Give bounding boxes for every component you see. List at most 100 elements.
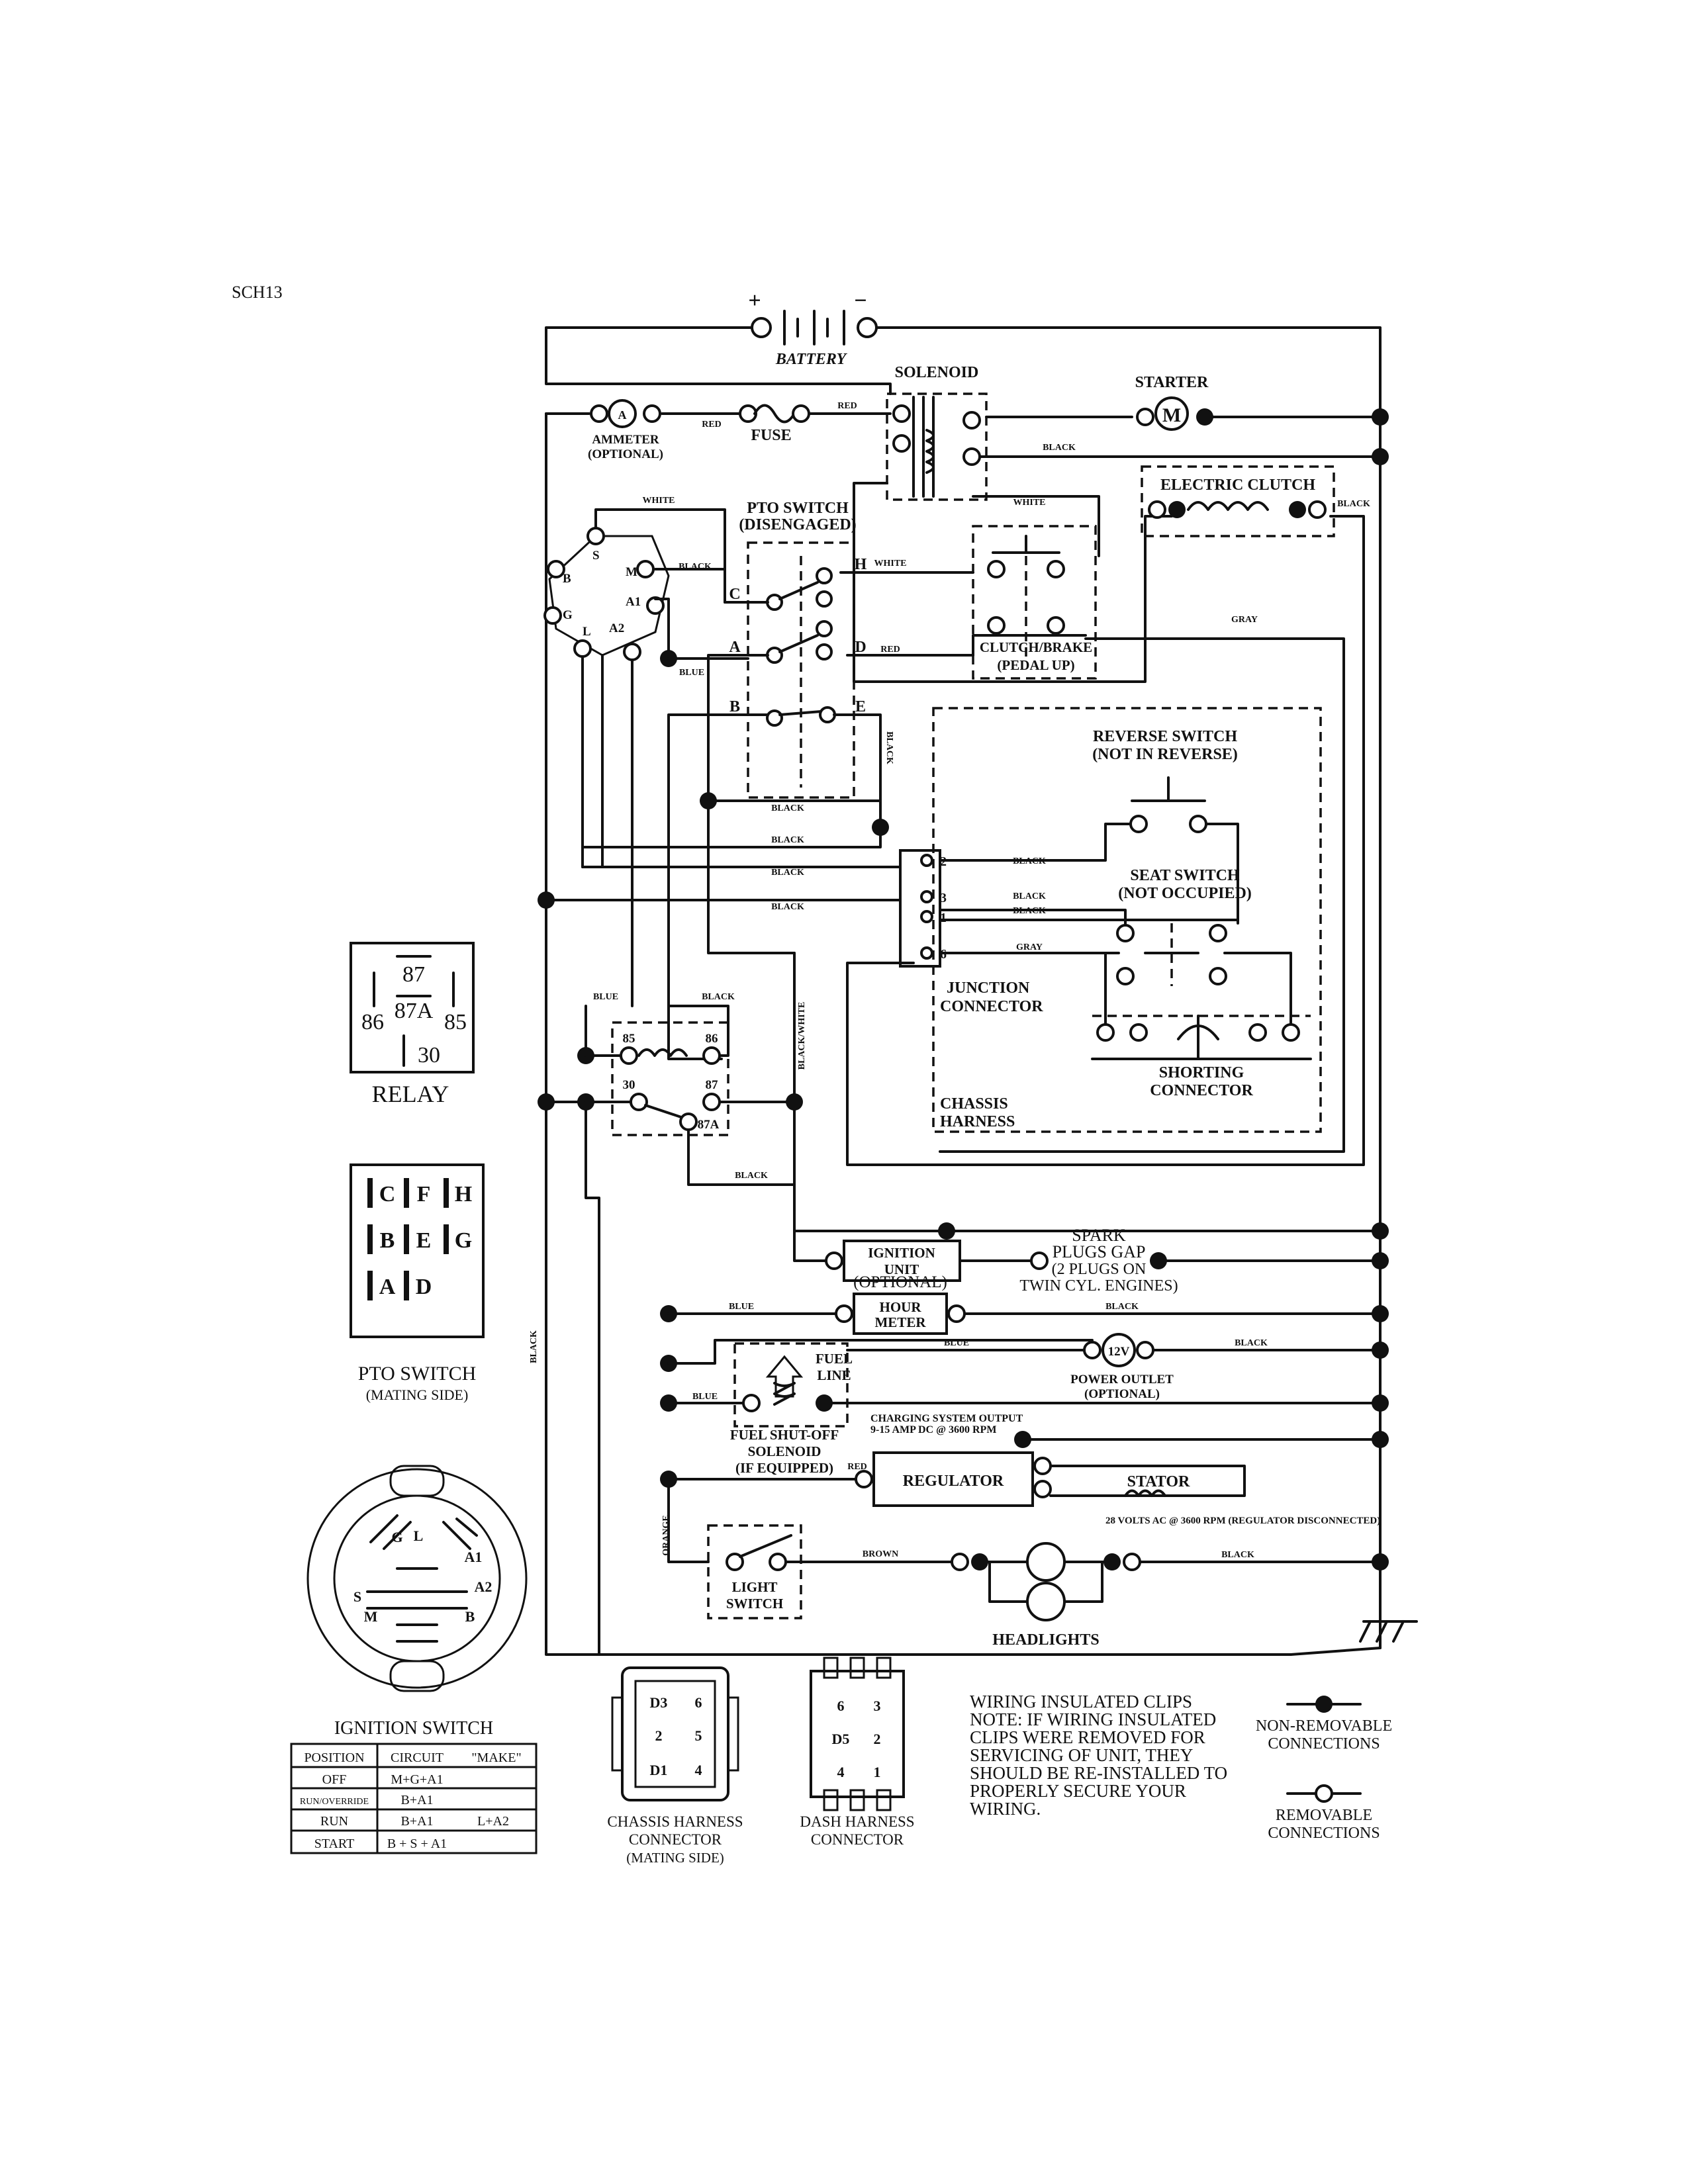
wire-label-black: BLACK	[679, 562, 712, 572]
starter-label: STARTER	[1135, 374, 1209, 391]
connection-legend: NON-REMOVABLE CONNECTIONS REMOVABLE CONN…	[1256, 1696, 1392, 1842]
wire-label-black: BLACK	[1013, 891, 1046, 901]
dash-connector-label-2: CONNECTOR	[811, 1831, 904, 1848]
regulator: CHARGING SYSTEM OUTPUT 9-15 AMP DC @ 360…	[660, 1413, 1382, 1526]
power-outlet-label: POWER OUTLET	[1070, 1373, 1174, 1387]
table-row-start-position: START	[314, 1837, 355, 1851]
pto-inset-contact	[367, 1178, 373, 1208]
table-row-off-circuit: M+G+A1	[391, 1772, 443, 1787]
note-line-1: WIRING INSULATED CLIPS	[970, 1692, 1192, 1711]
light-switch: LIGHT SWITCH	[667, 1478, 955, 1619]
clutch-brake-switch: CLUTCH/BRAKE (PEDAL UP)	[972, 525, 1097, 680]
wire-label-red: RED	[847, 1462, 867, 1472]
seat-switch-state: (NOT OCCUPIED)	[1118, 885, 1252, 902]
table-row-start-circuit: B + S + A1	[387, 1837, 447, 1851]
fuel-solenoid: FUEL LINE FUEL SHUT-OFF SOLENOID (IF EQU…	[660, 1339, 1382, 1476]
ign-inset-pin-B: B	[465, 1608, 475, 1625]
ignition-unit-label-2: UNIT	[884, 1261, 919, 1277]
hour-meter: (OPTIONAL) HOUR METER	[660, 1273, 1382, 1335]
wire-label-black: BLACK	[1043, 443, 1076, 453]
wire-label-black: BLACK	[529, 1330, 539, 1363]
clutch-brake-label: CLUTCH/BRAKE	[980, 639, 1092, 655]
ignition-unit-label: IGNITION	[868, 1245, 935, 1261]
pto-inset-contact	[367, 1271, 373, 1300]
table-row-override-circuit: B+A1	[400, 1793, 433, 1807]
headlights-label: HEADLIGHTS	[992, 1631, 1099, 1649]
battery-negative-terminal	[857, 317, 878, 338]
spark-plugs-label-2: PLUGS GAP	[1053, 1242, 1146, 1261]
pto-inset-contact	[404, 1224, 409, 1254]
stator-ac-note: 28 VOLTS AC @ 3600 RPM (REGULATOR DISCON…	[1105, 1516, 1380, 1526]
chassis-harness-label-2: HARNESS	[940, 1113, 1015, 1130]
hour-meter-label: HOUR	[880, 1299, 922, 1315]
chassis-harness-label: CHASSIS	[940, 1095, 1008, 1113]
ignition-position-table: POSITION CIRCUIT "MAKE" OFF M+G+A1 RUN/O…	[290, 1743, 538, 1854]
ign-terminal-G: G	[563, 608, 573, 622]
chassis-connector-pin-4: 4	[695, 1762, 702, 1778]
wire-label-white: WHITE	[1013, 498, 1045, 508]
table-row-run-make: L+A2	[477, 1814, 509, 1829]
wire-label-black: BLACK	[771, 803, 804, 813]
hour-meter-label-2: METER	[874, 1314, 926, 1330]
pto-switch-state: (DISENGAGED)	[739, 516, 856, 533]
charging-output-value: 9-15 AMP DC @ 3600 RPM	[870, 1424, 996, 1435]
pto-inset-contact	[444, 1178, 449, 1208]
ign-inset-pin-S: S	[353, 1588, 361, 1605]
chassis-connector-pin-D3: D3	[650, 1694, 668, 1711]
table-row-run-position: RUN	[320, 1814, 348, 1829]
wire-label-black: BLACK	[771, 902, 804, 912]
dash-connector-pin-2: 2	[874, 1731, 881, 1747]
ign-terminal-A1: A1	[626, 595, 641, 609]
note-line-6: PROPERLY SECURE YOUR	[970, 1781, 1186, 1801]
solenoid: SOLENOID	[886, 364, 988, 501]
fuse: FUSE	[739, 404, 810, 444]
wire-label-black: BLACK	[1337, 499, 1370, 509]
relay-inset-pin-87: 87	[402, 962, 425, 987]
pto-inset-contact	[367, 1224, 373, 1254]
table-header-circuit: CIRCUIT	[391, 1751, 444, 1765]
chassis-connector-label-2: CONNECTOR	[629, 1831, 722, 1848]
wire-label-black: BLACK	[1235, 1338, 1268, 1348]
wire-label-blue: BLUE	[944, 1338, 969, 1348]
relay-pin-85: 85	[623, 1032, 635, 1046]
junction-connector-label-2: CONNECTOR	[940, 998, 1043, 1015]
bus-junctions	[1372, 408, 1389, 1570]
ammeter: A AMMETER (OPTIONAL)	[588, 399, 663, 461]
junction-pin-2: 2	[940, 854, 947, 869]
shorting-connector-label-2: CONNECTOR	[1150, 1082, 1253, 1099]
wire-label-red: RED	[702, 420, 722, 430]
starter-motor-symbol: M	[1162, 404, 1181, 426]
ground-symbol	[1359, 1620, 1418, 1643]
relay-inset-pin-85: 85	[444, 1010, 467, 1034]
relay-pin-87A: 87A	[698, 1118, 720, 1132]
wire-label-blue: BLUE	[593, 992, 618, 1002]
nonremovable-connection-symbol	[1315, 1696, 1333, 1713]
shorting-connector-label: SHORTING	[1159, 1064, 1244, 1081]
junction-connector-label: JUNCTION	[947, 979, 1030, 997]
ignition-switch-inset: G L A1 A2 S M B IGNITION SWITCH	[306, 1465, 528, 1739]
power-outlet-symbol: 12V	[1108, 1345, 1130, 1359]
ammeter-symbol: A	[618, 408, 627, 422]
legend-nonremovable: NON-REMOVABLE	[1256, 1717, 1392, 1735]
wiring-clips-note: WIRING INSULATED CLIPS NOTE: IF WIRING I…	[970, 1692, 1227, 1819]
note-line-2: NOTE: IF WIRING INSULATED	[970, 1709, 1216, 1729]
battery-plus-sign: +	[748, 289, 761, 313]
wire-label-blue: BLUE	[679, 668, 704, 678]
pto-terminal-C: C	[729, 586, 740, 603]
wire-label-gray: GRAY	[1016, 942, 1043, 952]
page-ref: SCH13	[232, 283, 283, 302]
regulator-label: REGULATOR	[903, 1473, 1004, 1490]
chassis-connector-pin-6: 6	[695, 1694, 702, 1711]
dash-connector-pin-3: 3	[874, 1698, 881, 1714]
wire-label-blue: BLUE	[692, 1392, 718, 1402]
wire-label-black-white: BLACK/WHITE	[797, 1002, 807, 1070]
dash-connector-label: DASH HARNESS	[800, 1813, 914, 1830]
chassis-connector-pin-5: 5	[695, 1727, 702, 1744]
light-switch-label-2: SWITCH	[726, 1596, 783, 1612]
chassis-connector-pin-2: 2	[655, 1727, 663, 1744]
battery-label: BATTERY	[775, 351, 848, 368]
ign-terminal-M: M	[626, 565, 637, 579]
hour-meter-optional: (OPTIONAL)	[853, 1273, 947, 1291]
fuel-line-label: FUEL	[816, 1351, 853, 1367]
